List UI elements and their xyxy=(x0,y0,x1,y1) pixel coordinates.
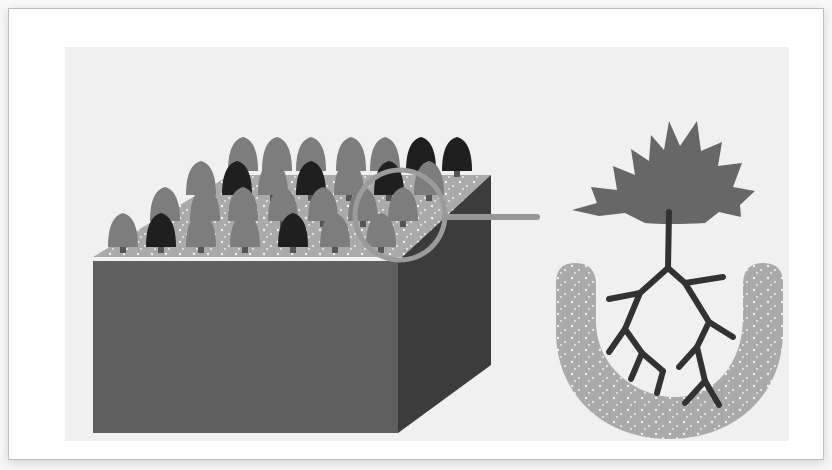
soil-u-shape xyxy=(556,263,783,439)
figure-frame xyxy=(8,8,824,460)
plant xyxy=(108,213,138,253)
illustration-panel xyxy=(65,47,789,441)
root-branch xyxy=(657,371,663,393)
enlarged-plant xyxy=(556,121,783,439)
root-branch xyxy=(640,268,668,293)
root-branch xyxy=(685,283,709,322)
root-branch xyxy=(697,347,705,381)
root-branch xyxy=(679,347,697,367)
root-branch xyxy=(668,268,685,283)
root-branch xyxy=(697,322,709,347)
root-branch xyxy=(685,277,723,283)
root-branch xyxy=(642,353,663,371)
root-branch xyxy=(625,329,642,353)
soil-plant-diagram xyxy=(65,47,789,441)
root-system xyxy=(609,212,733,405)
root-branch xyxy=(609,329,625,352)
soil-block-front xyxy=(93,261,398,433)
plant xyxy=(442,137,472,177)
root-branch xyxy=(709,322,733,337)
root-branch xyxy=(668,212,669,268)
root-branch xyxy=(631,353,642,379)
leaf-crown xyxy=(572,121,755,224)
